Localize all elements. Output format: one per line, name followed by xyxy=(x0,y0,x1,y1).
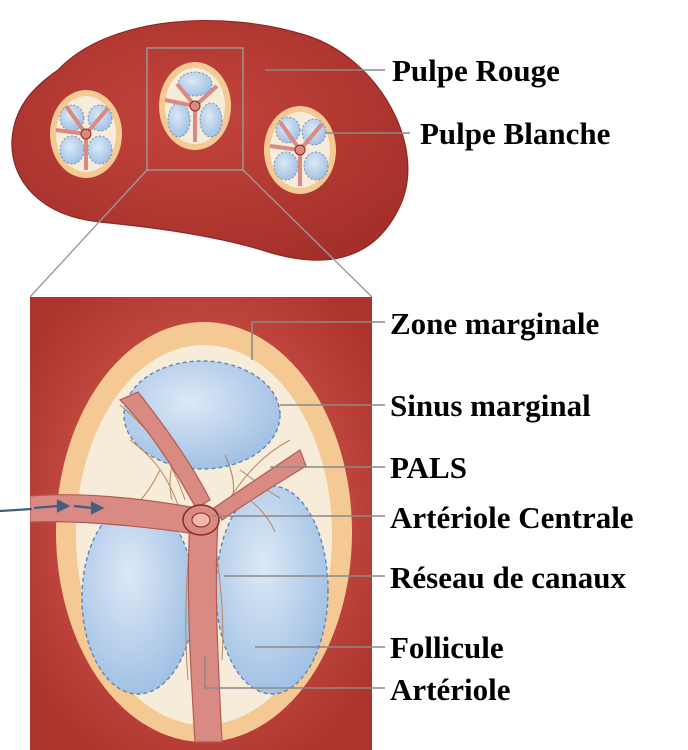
label-follicule: Follicule xyxy=(390,630,504,665)
central-arteriole xyxy=(183,505,219,535)
spleen-overview xyxy=(12,21,408,260)
white-pulp-nodule-center xyxy=(159,62,231,150)
label-pals: PALS xyxy=(390,450,467,485)
labels: Pulpe Rouge Pulpe Blanche Zone marginale… xyxy=(390,53,634,707)
label-arteriole: Artériole xyxy=(390,672,510,707)
label-arteriole-centrale: Artériole Centrale xyxy=(390,500,634,535)
label-sinus-marginal: Sinus marginal xyxy=(390,388,591,423)
label-pulpe-blanche: Pulpe Blanche xyxy=(420,116,610,151)
follicle-right xyxy=(216,486,328,694)
white-pulp-nodule-right xyxy=(264,106,336,194)
label-reseau-de-canaux: Réseau de canaux xyxy=(390,560,626,595)
white-pulp-nodule-left xyxy=(50,90,122,178)
magnified-panel xyxy=(30,297,372,750)
label-pulpe-rouge: Pulpe Rouge xyxy=(392,53,560,88)
label-zone-marginale: Zone marginale xyxy=(390,306,599,341)
